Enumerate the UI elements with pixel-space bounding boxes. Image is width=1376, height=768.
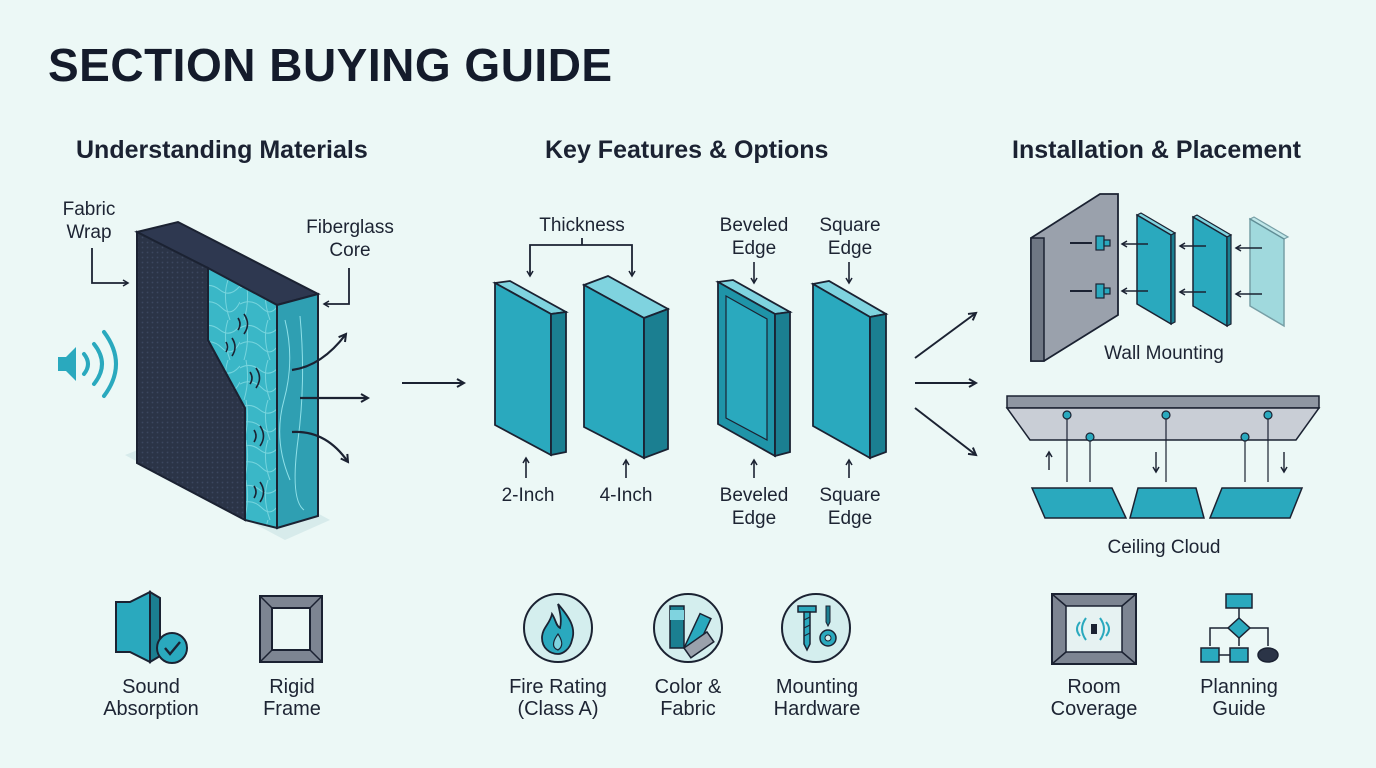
wall-mounting-diagram [1030, 193, 1290, 362]
sound-absorption-icon [115, 590, 188, 664]
fabric-wrap-pointer [91, 248, 130, 287]
label-2-inch: 2-Inch [501, 485, 555, 506]
fire-rating-icon [523, 593, 593, 663]
mounting-hardware-icon [781, 593, 851, 663]
rigid-frame-icon [259, 595, 323, 663]
flow-arrows-features-installation [914, 313, 976, 455]
feature-pointers [522, 262, 853, 478]
label-color-fabric: Color &Fabric [654, 676, 722, 720]
speaker-icon [58, 330, 118, 398]
panel-square-edge [810, 280, 889, 460]
ceiling-cloud-diagram [1005, 395, 1321, 519]
sound-arrows [291, 334, 368, 462]
planning-guide-icon [1200, 593, 1279, 663]
label-4-inch: 4-Inch [599, 485, 653, 506]
panel-2-inch [492, 280, 569, 457]
heading-installation: Installation & Placement [1012, 136, 1301, 164]
thickness-bracket [529, 244, 633, 257]
label-thickness: Thickness [539, 215, 625, 236]
fiberglass-core-pointer [322, 268, 350, 308]
panel-cutaway [125, 220, 330, 540]
color-fabric-icon [653, 593, 723, 663]
page-title: SECTION BUYING GUIDE [48, 39, 613, 91]
label-ceiling-cloud: Ceiling Cloud [1107, 537, 1221, 558]
label-fire-rating: Fire Rating(Class A) [509, 676, 607, 720]
panel-beveled-edge [715, 279, 793, 458]
label-wall-mounting: Wall Mounting [1104, 343, 1224, 364]
heading-features: Key Features & Options [545, 136, 829, 164]
room-coverage-icon [1051, 593, 1137, 665]
heading-materials: Understanding Materials [76, 136, 368, 164]
panel-4-inch [581, 275, 671, 460]
